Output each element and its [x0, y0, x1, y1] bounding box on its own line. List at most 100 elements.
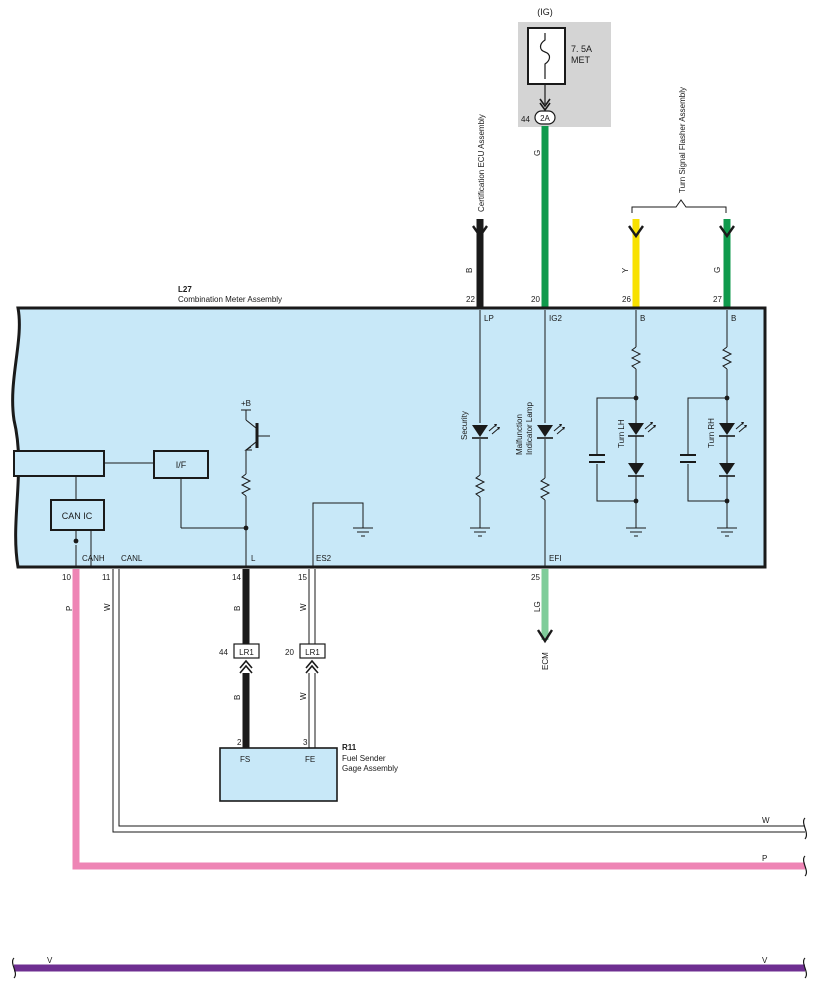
turn-rh-label: Turn RH [707, 418, 716, 448]
pin-25-num: 25 [531, 573, 540, 582]
wire-es2-color-upper: W [299, 603, 308, 611]
wire-turn-lh-color: Y [621, 267, 630, 273]
turn-lh-label: Turn LH [617, 419, 626, 448]
transistor-emitter-arrow-icon [244, 446, 252, 451]
fuse-name: MET [571, 55, 591, 65]
violet-bus: V V [11, 956, 808, 979]
if-block [153, 450, 209, 479]
cert-ecu-label: Certification ECU Assembly [477, 114, 486, 212]
fuse-connector-arrow-icon [539, 98, 551, 112]
meter-name: Combination Meter Assembly [178, 295, 282, 304]
bus-p-break-icon [802, 855, 808, 877]
wire-canl-white [113, 569, 805, 832]
pin-15-num: 15 [298, 573, 307, 582]
fuel-sender: 2 3 FS FE R11 Fuel Sender Gage Assembly [219, 738, 398, 802]
fuse-circuit-label: (IG) [537, 7, 553, 17]
turn-lh-led-icon [628, 422, 656, 437]
bus-p-label: P [762, 854, 767, 863]
wire-canl-color: W [103, 603, 112, 611]
wire-lp-arrow-icon [472, 225, 488, 239]
flasher-bracket [631, 199, 727, 213]
lr1-label-a: LR1 [239, 648, 254, 657]
wire-lp-color: B [465, 268, 474, 273]
security-lamp-label: Security [460, 411, 469, 440]
wire-canh-color: P [65, 606, 74, 611]
wire-turn-rh-color: G [713, 267, 722, 273]
fuse-rating: 7. 5A [571, 44, 592, 54]
sender-pin-fe: FE [305, 755, 315, 764]
bus-w-break-icon [802, 817, 808, 840]
lr1-arrow-b-icon [305, 659, 319, 674]
fuse-box [527, 27, 566, 85]
bus-v-label-left: V [47, 956, 53, 965]
pin-efi-name: EFI [549, 554, 561, 563]
sender-pin-fs-num: 2 [237, 738, 242, 747]
cpu-block [13, 450, 105, 477]
pin-27-num: 27 [713, 295, 722, 304]
fuse-icon [539, 33, 551, 79]
mil-label-line1: Malfunction [515, 414, 524, 455]
pin-27-name: B [731, 314, 736, 323]
sender-code: R11 [342, 743, 357, 752]
fuse-pin-number: 44 [521, 115, 530, 124]
pin-canl-name: CANL [121, 554, 143, 563]
ecm-label: ECM [541, 652, 550, 670]
lr1-pin-a: 44 [219, 648, 228, 657]
wire-turn-lh-arrow-icon [628, 225, 644, 239]
pin-lp-name: LP [484, 314, 494, 323]
bus-v-break-left-icon [11, 957, 17, 979]
combination-meter: L27 Combination Meter Assembly 22 20 26 … [11, 285, 767, 569]
sender-pin-fe-num: 3 [303, 738, 308, 747]
pin-26-name: B [640, 314, 645, 323]
lr1-pin-b: 20 [285, 648, 294, 657]
pin-10-num: 10 [62, 573, 71, 582]
if-block-label: I/F [176, 460, 187, 470]
pin-20-num: 20 [531, 295, 540, 304]
plus-b-label: +B [241, 399, 251, 408]
pin-22-num: 22 [466, 295, 475, 304]
fuse-connector [534, 110, 556, 125]
pin-canh-name: CANH [82, 554, 105, 563]
security-led-icon [472, 424, 500, 439]
wire-turn-rh-arrow-icon [719, 225, 735, 239]
pin-ig2-name: IG2 [549, 314, 562, 323]
pin-11-num: 11 [102, 573, 111, 582]
wire-efi-color: LG [533, 601, 542, 612]
can-ic-block [50, 499, 105, 531]
wire-efi-arrow-icon [536, 629, 554, 644]
lr1-label-b: LR1 [305, 648, 320, 657]
junction-dots [73, 395, 730, 544]
sender-pin-fs: FS [240, 755, 250, 764]
bus-v-break-right-icon [802, 957, 808, 979]
pin-14-num: 14 [232, 573, 241, 582]
turn-rh-diode-icon [719, 463, 735, 477]
lr1-arrow-a-icon [239, 659, 253, 674]
pin-l-name: L [251, 554, 256, 563]
sender-name-line1: Fuel Sender [342, 754, 386, 763]
meter-code: L27 [178, 285, 192, 294]
fuse-block: (IG) 7. 5A MET 44 2A [518, 7, 611, 127]
wire-canh-pink [72, 569, 805, 870]
lr1-connector-b [299, 643, 326, 659]
wire-l-color-lower: B [233, 695, 242, 700]
wire-l-color-upper: B [233, 606, 242, 611]
meter-body [11, 306, 767, 569]
bus-v-label-right: V [762, 956, 768, 965]
bus-w-label: W [762, 816, 770, 825]
can-ic-label: CAN IC [62, 511, 93, 521]
wire-ig2-color: G [533, 150, 542, 156]
pin-26-num: 26 [622, 295, 631, 304]
fuel-sender-box [219, 747, 338, 802]
turn-rh-led-icon [719, 422, 747, 437]
mil-label-line2: Indicator Lamp [525, 402, 534, 455]
flasher-label: Turn Signal Flasher Assembly [678, 87, 687, 193]
sender-name-line2: Gage Assembly [342, 764, 398, 773]
upper-wires: B G Y G [465, 126, 735, 308]
turn-lh-diode-icon [628, 463, 644, 477]
lr1-connector-a [233, 643, 260, 659]
wire-es2-color-lower: W [299, 692, 308, 700]
lower-wires: 10 11 14 15 25 P P W W B B W W LR1 44 L [62, 569, 808, 877]
mil-led-icon [537, 424, 565, 439]
pin-es2-name: ES2 [316, 554, 332, 563]
